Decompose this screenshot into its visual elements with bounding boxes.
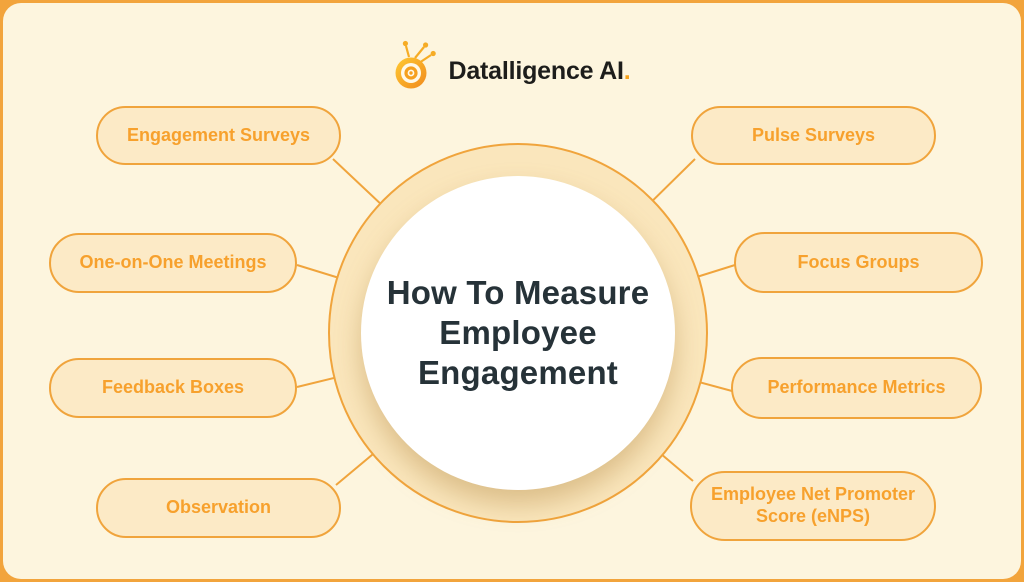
- infographic-canvas: Datalligence AI. How To Measure Employee…: [3, 3, 1021, 579]
- node-pill-performance-metrics: Performance Metrics: [731, 357, 982, 419]
- node-label: Engagement Surveys: [126, 124, 311, 145]
- node-pill-feedback-boxes: Feedback Boxes: [49, 358, 297, 418]
- brand-logo: Datalligence AI.: [3, 37, 1021, 91]
- node-label: Focus Groups: [797, 251, 920, 272]
- center-ring: How To Measure Employee Engagement: [328, 143, 708, 523]
- title-line-3: Engagement: [417, 354, 619, 391]
- node-label: Performance Metrics: [767, 377, 946, 398]
- brand-name: Datalligence AI.: [448, 43, 630, 86]
- node-pill-focus-groups: Focus Groups: [734, 232, 983, 293]
- node-pill-observation: Observation: [96, 478, 341, 538]
- diagram-title: How To Measure Employee Engagement: [387, 273, 650, 393]
- node-label: One-on-One Meetings: [79, 252, 267, 273]
- center-circle: How To Measure Employee Engagement: [361, 176, 675, 490]
- bullseye-circuit-icon: [395, 40, 437, 89]
- node-label: Feedback Boxes: [101, 377, 245, 398]
- node-label: Employee Net Promoter Score (eNPS): [710, 484, 916, 526]
- node-label: Observation: [165, 497, 272, 518]
- node-label: Pulse Surveys: [751, 124, 876, 145]
- node-pill-engagement-surveys: Engagement Surveys: [96, 106, 341, 165]
- node-pill-one-on-one-meetings: One-on-One Meetings: [49, 233, 297, 293]
- brand-name-text: Datalligence AI: [448, 56, 624, 85]
- node-pill-pulse-surveys: Pulse Surveys: [691, 106, 936, 165]
- title-line-2: Employee: [439, 314, 597, 351]
- title-line-1: How To Measure: [386, 274, 650, 311]
- brand-period: .: [623, 56, 631, 85]
- node-pill-enps: Employee Net Promoter Score (eNPS): [690, 471, 936, 541]
